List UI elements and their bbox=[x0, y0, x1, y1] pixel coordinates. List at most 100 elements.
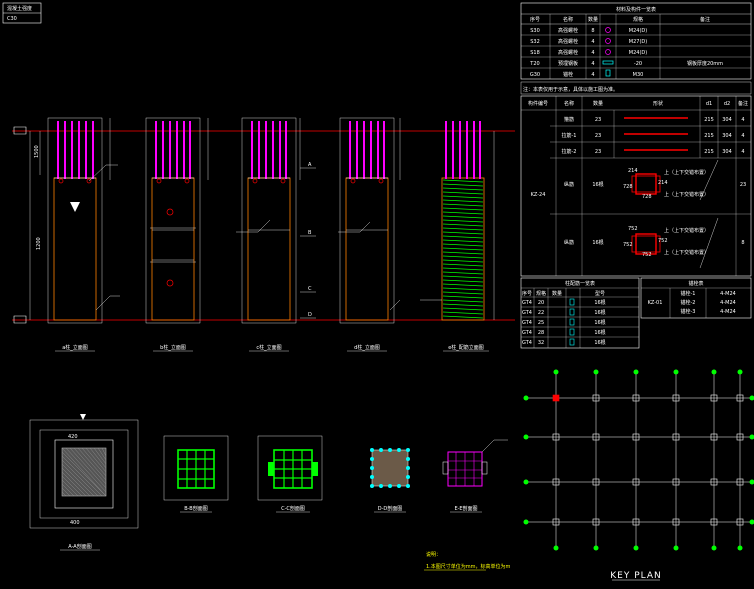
ties-cell: 16根 bbox=[594, 309, 605, 316]
ties-cell: 16根 bbox=[594, 329, 605, 336]
elevation-caption-2: b柱_立面图 bbox=[160, 344, 186, 351]
rebar-cell: 304 bbox=[722, 133, 732, 139]
materials-header: 备注 bbox=[700, 16, 710, 23]
rebar-sub-note: 上（上下交错布置） bbox=[664, 249, 709, 256]
plan-caption-c: C-C剖面图 bbox=[281, 505, 305, 512]
rebar-header: 名称 bbox=[564, 100, 574, 107]
materials-cell: M24(D) bbox=[629, 28, 647, 34]
rebar-sub-note: 上（上下交错布置） bbox=[664, 191, 709, 198]
plan-views: 420 400 A-A剖面图 B-B剖面图 C-C剖 bbox=[29, 414, 508, 551]
plan-caption-d: D-D剖面图 bbox=[378, 505, 403, 512]
materials-cell: M24(D) bbox=[629, 50, 647, 56]
dim-1500: 1500 bbox=[34, 145, 40, 158]
rebar-cell: 4 bbox=[741, 149, 744, 155]
materials-cell: -20 bbox=[634, 61, 642, 67]
rebar-sub-dim: 752 bbox=[628, 226, 638, 232]
note-strip: 注：本表仅用于示意，具体以施工图为准。 bbox=[520, 81, 752, 95]
rebar-cell: 304 bbox=[722, 149, 732, 155]
rebar-member: KZ-24 bbox=[531, 192, 546, 198]
anchor-cell: 4-M24 bbox=[720, 309, 736, 315]
rebar-header: 构件编号 bbox=[528, 100, 548, 107]
rebar-cell: 箍筋 bbox=[564, 116, 574, 123]
materials-cell: 4 bbox=[591, 50, 594, 56]
rebar-sub-dim: 214 bbox=[658, 180, 668, 186]
ties-header: 规格 bbox=[536, 290, 546, 297]
materials-cell: 4 bbox=[591, 72, 594, 78]
rebar-header: 形状 bbox=[653, 100, 663, 107]
rebar-header: 数量 bbox=[593, 100, 603, 107]
ties-cell: GT4 bbox=[522, 330, 532, 336]
rebar-sub-qty: 16根 bbox=[592, 181, 603, 188]
materials-cell: S18 bbox=[530, 50, 540, 56]
ties-header: 数量 bbox=[552, 290, 562, 297]
section-label-b: B bbox=[308, 230, 312, 236]
anchor-cell: 锚栓-2 bbox=[681, 299, 696, 306]
key-plan: KEY PLAN bbox=[523, 369, 754, 581]
elevation-caption-1: a柱_立面图 bbox=[62, 344, 88, 351]
materials-header: 规格 bbox=[633, 16, 643, 23]
materials-cell: 预埋钢板 bbox=[558, 60, 578, 67]
rebar-sub-dim: 752 bbox=[658, 238, 668, 244]
rebar-sub-name: 纵筋 bbox=[564, 239, 574, 246]
elevations: 1500 1200 bbox=[12, 117, 515, 352]
materials-header: 名称 bbox=[563, 16, 573, 23]
rebar-cell: 215 bbox=[704, 117, 714, 123]
rebar-cell: 4 bbox=[741, 117, 744, 123]
anchor-title: 锚栓表 bbox=[688, 280, 703, 287]
rebar-header: d2 bbox=[724, 101, 730, 107]
ties-cell: GT4 bbox=[522, 340, 532, 346]
dim-1200: 1200 bbox=[36, 237, 42, 250]
materials-cell: T20 bbox=[529, 61, 539, 67]
section-label-d: D bbox=[308, 312, 312, 318]
plan-b: B-B剖面图 bbox=[163, 435, 229, 513]
materials-cell: 钢板厚度20mm bbox=[687, 60, 723, 67]
materials-cell: S30 bbox=[530, 28, 540, 34]
note-line: 注：本表仅用于示意，具体以施工图为准。 bbox=[523, 86, 618, 93]
ties-cell: 16根 bbox=[594, 319, 605, 326]
ties-cell: 25 bbox=[538, 320, 544, 326]
materials-cell: 高强螺栓 bbox=[558, 38, 578, 45]
notes-title: 说明： bbox=[426, 551, 441, 558]
rebar-cell: 23 bbox=[595, 149, 601, 155]
rebar-sub-dim: 728 bbox=[623, 184, 633, 190]
materials-cell: G30 bbox=[530, 72, 540, 78]
rebar-sub-dim: 752 bbox=[623, 242, 633, 248]
rebar-sub-dim: 728 bbox=[642, 194, 652, 200]
rebar-cell: 23 bbox=[595, 133, 601, 139]
plan-caption-e: E-E剖面图 bbox=[454, 505, 477, 512]
materials-cell: 高强螺栓 bbox=[558, 27, 578, 34]
materials-cell: 4 bbox=[591, 61, 594, 67]
rebar-sub-dim: 214 bbox=[628, 168, 638, 174]
rebar-sub-dim: 752 bbox=[642, 252, 652, 258]
plan-c: C-C剖面图 bbox=[257, 435, 323, 513]
ties-cell: 16根 bbox=[594, 299, 605, 306]
materials-cell: 高强螺栓 bbox=[558, 49, 578, 56]
rebar-cell: 23 bbox=[595, 117, 601, 123]
title-line2: C30 bbox=[7, 16, 17, 22]
materials-cell: M30 bbox=[633, 72, 644, 78]
plan-a-dim-top: 420 bbox=[68, 434, 78, 440]
plan-a: 420 400 A-A剖面图 bbox=[29, 414, 139, 551]
rebar-sub-note: 上（上下交错布置） bbox=[664, 169, 709, 176]
rebar-sub-note: 上（上下交错布置） bbox=[664, 227, 709, 234]
materials-cell: 锚栓 bbox=[563, 71, 573, 78]
rebar-header: d1 bbox=[706, 101, 712, 107]
plan-a-dim-bottom: 400 bbox=[70, 520, 80, 526]
elevation-caption-4: d柱_立面图 bbox=[354, 344, 380, 351]
rebar-sub-r: 23 bbox=[740, 182, 746, 188]
ties-cell: 28 bbox=[538, 330, 544, 336]
rebar-cell: 304 bbox=[722, 117, 732, 123]
rebar-cell: 拉筋-1 bbox=[562, 132, 577, 139]
elevation-caption-3: c柱_立面图 bbox=[256, 344, 281, 351]
ties-title: 柱配筋一览表 bbox=[565, 280, 595, 287]
section-label-a: A bbox=[308, 162, 312, 168]
notes: 说明： 1.本图尺寸单位为mm，标高单位为m bbox=[424, 551, 511, 571]
ties-cell: GT4 bbox=[522, 320, 532, 326]
anchor-cell: 4-M24 bbox=[720, 291, 736, 297]
plan-d: D-D剖面图 bbox=[370, 448, 410, 513]
ties-header: 型号 bbox=[595, 290, 605, 297]
